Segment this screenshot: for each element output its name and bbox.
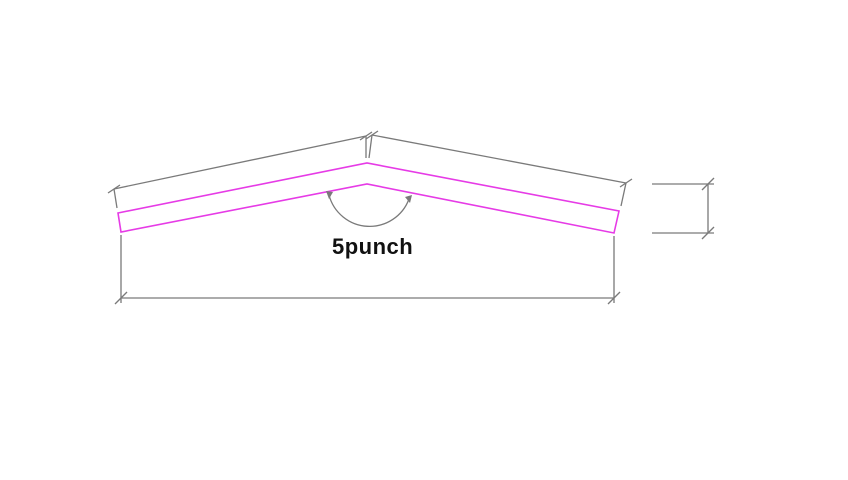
right-slope-dimension [365,130,633,207]
punch-label: 5punch [332,234,414,259]
overall-width-dimension [114,235,621,305]
bent-plate-outline [117,162,620,234]
left-slope-dimension [107,131,373,209]
height-dimension [652,177,715,240]
bend-angle-arc [326,191,412,227]
